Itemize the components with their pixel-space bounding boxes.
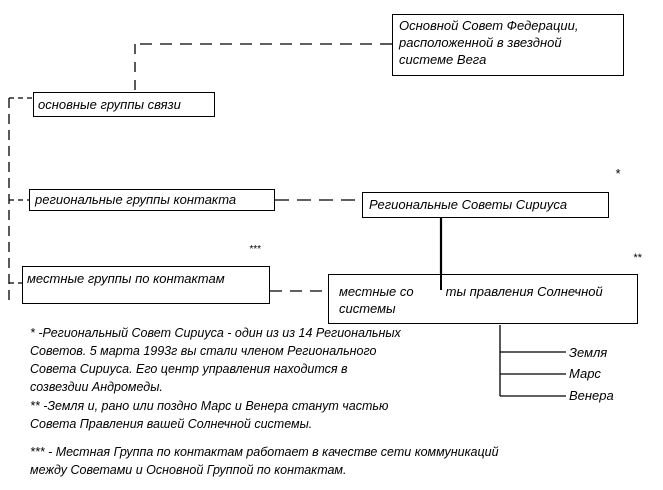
note-line-1: * -Региональный Совет Сириуса - один из … [30, 326, 401, 340]
footnote-mark-3: *** [249, 244, 261, 255]
regional-groups-box: региональные группы контакта [29, 189, 275, 211]
local-councils-text-c: системы [339, 301, 396, 316]
regional-councils-box: Региональные Советы Сириуса [362, 192, 609, 218]
local-councils-text-a: местные со [339, 284, 414, 299]
planet-mars-label: Марс [569, 366, 601, 381]
footnote-mark-2: ** [633, 252, 642, 264]
planet-venus-label: Венера [569, 388, 614, 403]
local-groups-box: местные группы по контактам [22, 266, 270, 304]
main-groups-box: основные группы связи [33, 92, 215, 117]
main-groups-text: основные группы связи [38, 97, 181, 112]
note-line-2: Советов. 5 марта 1993г вы стали членом Р… [30, 344, 377, 358]
local-councils-text-b: ты правления Солнечной [445, 284, 603, 299]
note-line-6: Совета Правления вашей Солнечной системы… [30, 417, 313, 431]
note-line-3: Совета Сириуса. Его центр управления нах… [30, 362, 348, 376]
regional-local-connector-overlay [440, 274, 443, 290]
footnote-mark-1: * [615, 166, 621, 181]
main-council-text: Основной Совет Федерации, расположенной … [399, 18, 579, 67]
regional-groups-text: региональные группы контакта [35, 192, 237, 207]
note-line-7: *** - Местная Группа по контактам работа… [30, 445, 499, 459]
note-line-8: между Советами и Основной Группой по кон… [30, 463, 347, 477]
main-council-box: Основной Совет Федерации, расположенной … [392, 14, 624, 76]
local-groups-text: местные группы по контактам [27, 271, 225, 286]
local-councils-box: местные со ты правления Солнечной системы [328, 274, 638, 324]
planet-earth-label: Земля [569, 345, 608, 360]
note-line-5: ** -Земля и, рано или поздно Марс и Вене… [30, 399, 389, 413]
note-line-4: созвездии Андромеды. [30, 380, 163, 394]
regional-councils-text: Региональные Советы Сириуса [369, 197, 568, 212]
